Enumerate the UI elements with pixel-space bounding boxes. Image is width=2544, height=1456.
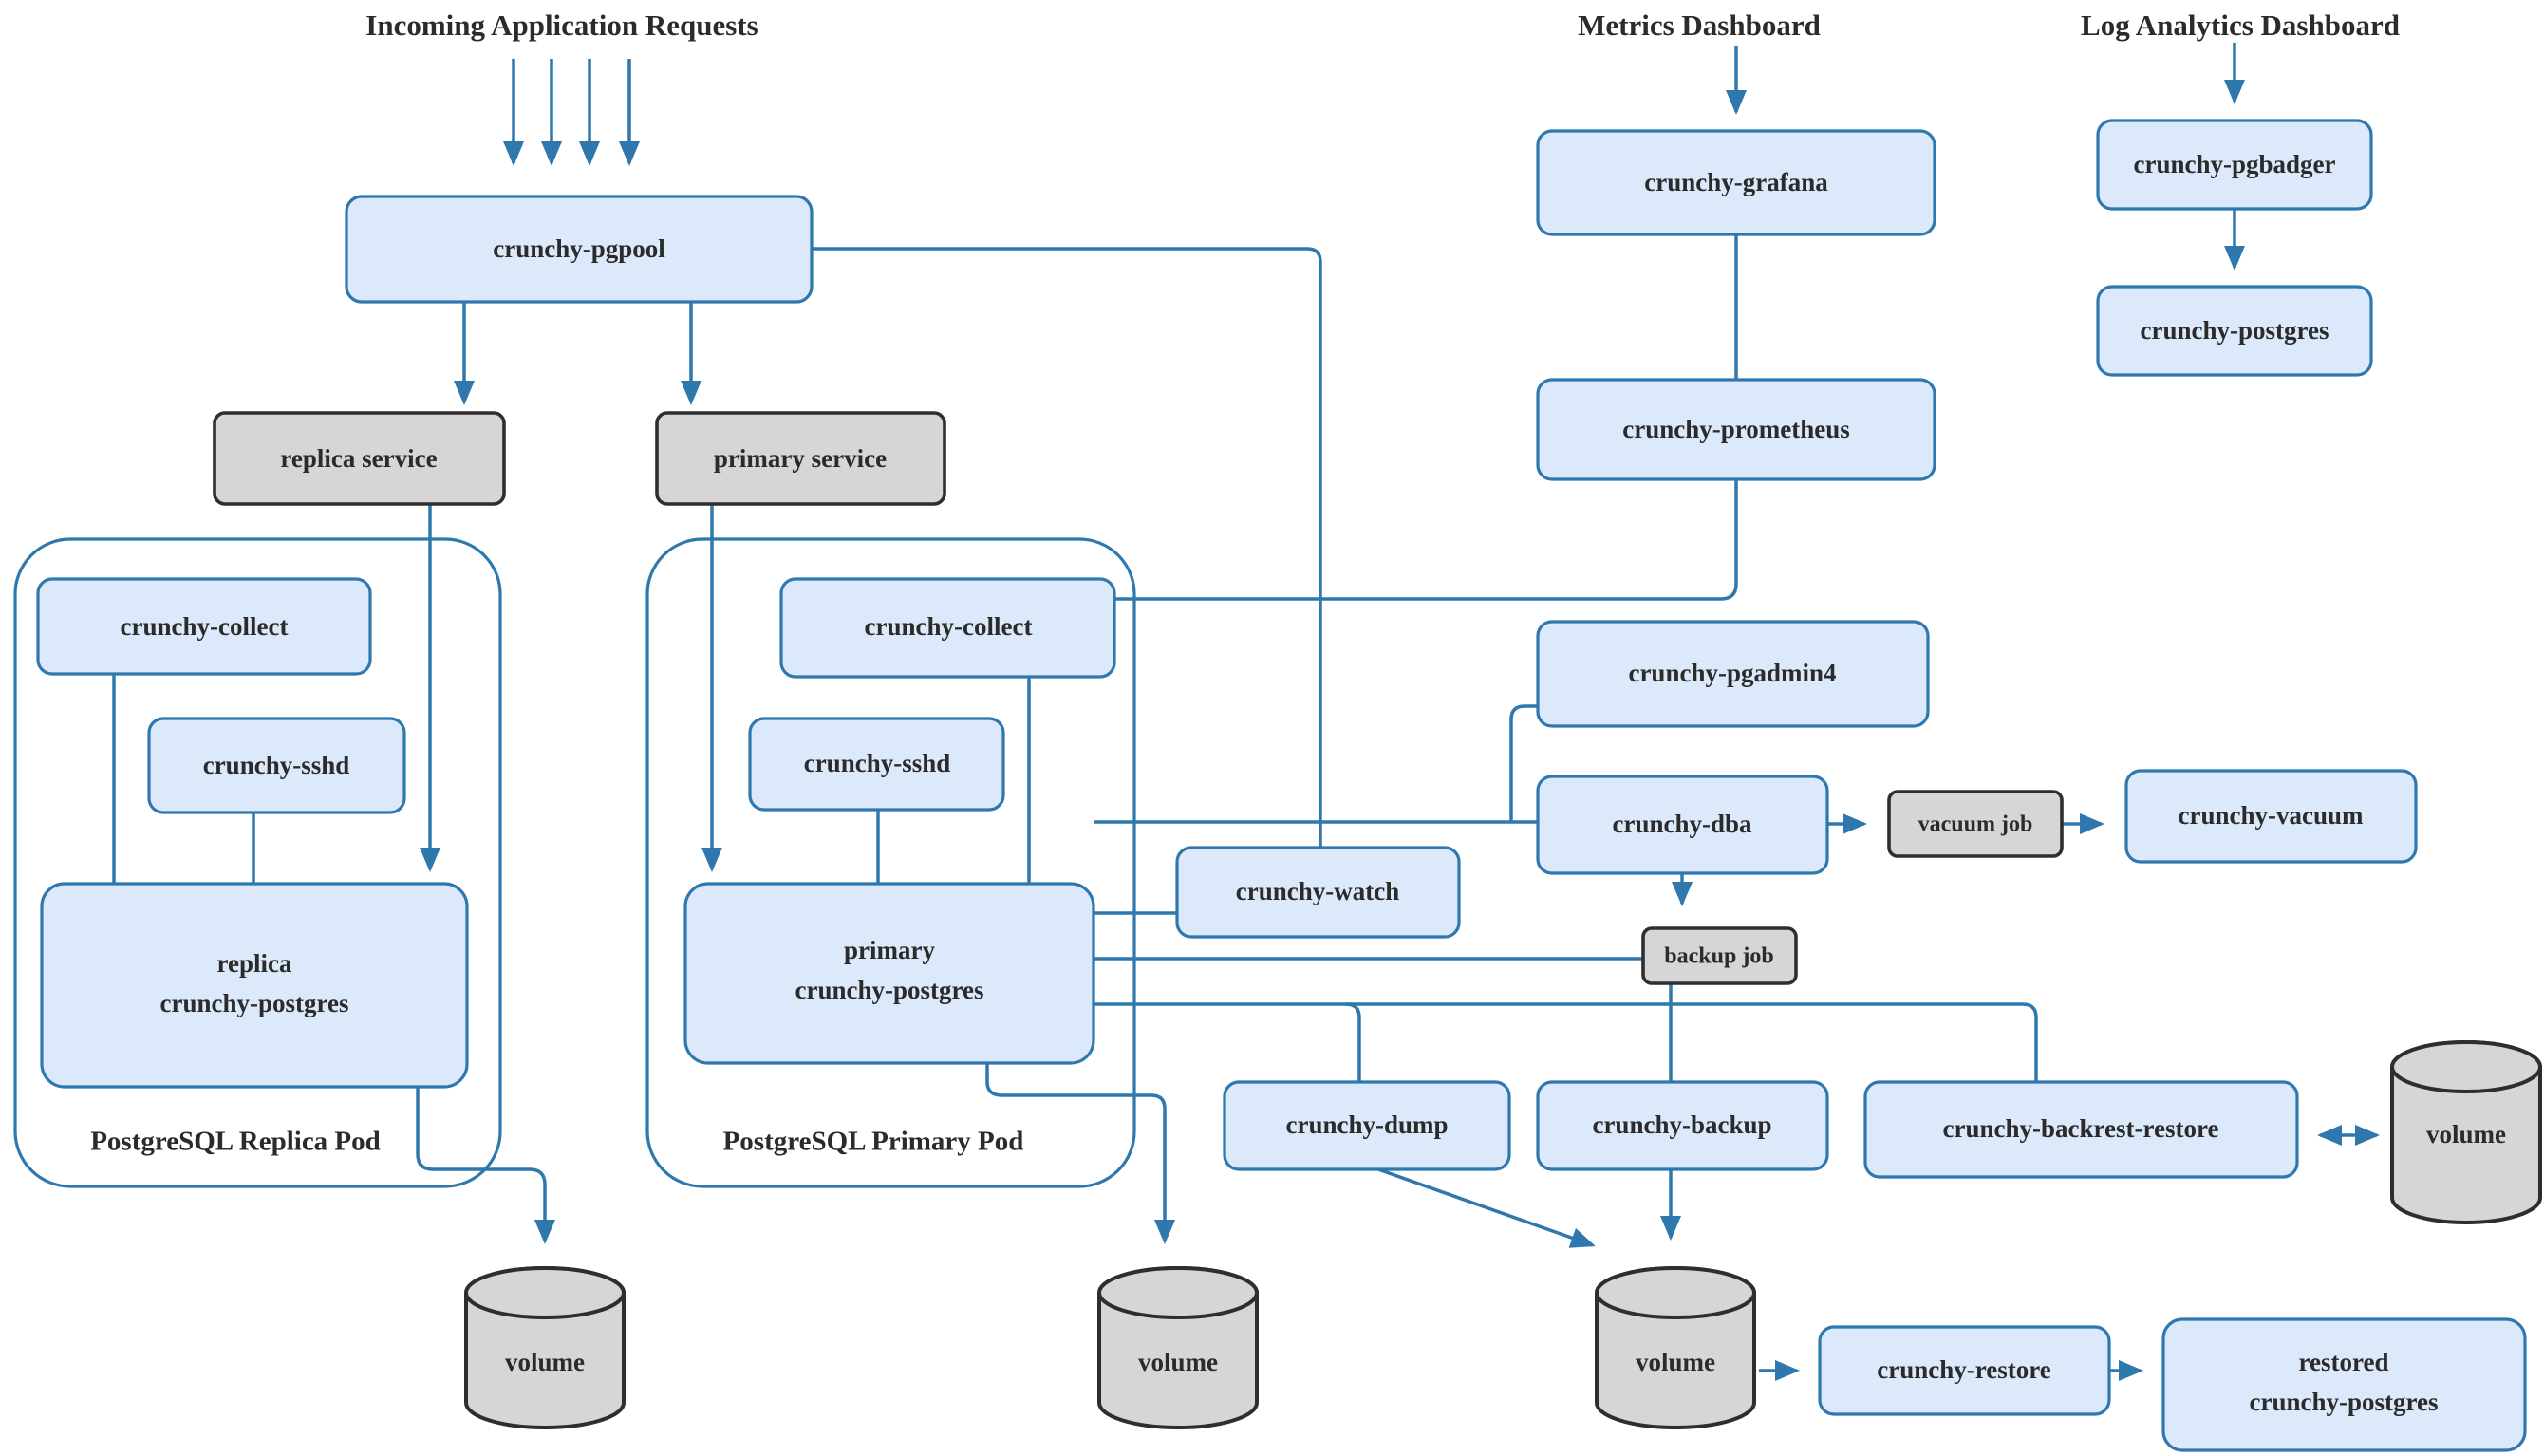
node-backup-job: [1641, 926, 1798, 985]
edge-prometheus-collect: [1114, 479, 1738, 601]
node-backup: [1536, 1080, 1829, 1171]
label-vacuum: crunchy-vacuum: [2179, 801, 2365, 830]
node-restored-postgres: [2161, 1317, 2527, 1452]
label-dba: crunchy-dba: [1612, 810, 1752, 838]
label-volume-primary: volume: [1138, 1348, 1218, 1376]
label-primary-collect: crunchy-collect: [865, 612, 1033, 641]
node-primary-postgres: [683, 882, 1095, 1065]
edge-postgres-dump-backrest: [1094, 1002, 2038, 1082]
node-pgpool: [345, 195, 814, 304]
label-replica-postgres-2: crunchy-postgres: [160, 989, 349, 1017]
label-primary-postgres-1: primary: [844, 936, 935, 964]
label-volume-backup: volume: [1636, 1348, 1715, 1376]
edge-replica-postgres-volume: [416, 1087, 555, 1244]
node-prometheus: [1536, 378, 1936, 481]
node-replica-collect: [36, 577, 372, 676]
label-restored-2: crunchy-postgres: [2250, 1388, 2439, 1416]
label-backup-job: backup job: [1664, 944, 1773, 969]
volume-replica: [464, 1266, 626, 1429]
edge-dba-branch-pgadmin: [1509, 704, 1538, 822]
edge-pgpool-watch: [812, 247, 1322, 848]
node-primary-service: [655, 411, 946, 506]
node-vacuum-job: [1887, 790, 2064, 858]
node-restore: [1818, 1325, 2111, 1416]
volume-backup: [1595, 1266, 1756, 1429]
volume-backrest: [2390, 1040, 2542, 1224]
volume-primary: [1097, 1266, 1259, 1429]
label-restore: crunchy-restore: [1877, 1355, 2050, 1384]
label-volume-replica: volume: [505, 1348, 585, 1376]
node-log-postgres: [2096, 285, 2373, 377]
label-watch: crunchy-watch: [1236, 877, 1399, 905]
label-volume-backrest: volume: [2426, 1120, 2506, 1148]
label-pgadmin4: crunchy-pgadmin4: [1628, 659, 1836, 687]
title-log-analytics-dashboard: Log Analytics Dashboard: [2081, 9, 2400, 42]
label-replica-postgres-1: replica: [217, 949, 292, 978]
node-replica-service: [213, 411, 506, 506]
node-vacuum: [2124, 769, 2418, 864]
node-replica-sshd: [147, 717, 406, 814]
label-primary-postgres-2: crunchy-postgres: [795, 976, 984, 1004]
label-pod-primary: PostgreSQL Primary Pod: [723, 1127, 1024, 1157]
node-primary-sshd: [748, 717, 1005, 812]
label-vacuum-job: vacuum job: [1918, 812, 2033, 837]
label-primary-sshd: crunchy-sshd: [804, 749, 951, 777]
node-watch: [1175, 846, 1461, 939]
label-primary-service: primary service: [714, 444, 887, 473]
node-dba: [1536, 775, 1829, 875]
label-replica-collect: crunchy-collect: [121, 612, 289, 641]
label-restored-1: restored: [2299, 1348, 2389, 1376]
label-pgbadger: crunchy-pgbadger: [2133, 150, 2335, 178]
label-log-postgres: crunchy-postgres: [2141, 316, 2329, 345]
label-replica-service: replica service: [280, 444, 437, 473]
edge-dump-volume: [1377, 1167, 1596, 1248]
node-grafana: [1536, 129, 1936, 236]
label-pgpool: crunchy-pgpool: [493, 234, 665, 263]
label-pod-replica: PostgreSQL Replica Pod: [90, 1127, 381, 1157]
node-backrest: [1863, 1080, 2299, 1179]
edge-primary-postgres-volume: [985, 1063, 1175, 1244]
node-pgadmin4: [1536, 620, 1930, 728]
node-replica-postgres: [40, 882, 469, 1089]
label-replica-sshd: crunchy-sshd: [203, 751, 350, 779]
node-pgbadger: [2096, 119, 2373, 211]
label-backrest: crunchy-backrest-restore: [1943, 1114, 2219, 1143]
label-dump: crunchy-dump: [1285, 1111, 1448, 1139]
node-dump: [1223, 1080, 1511, 1171]
label-prometheus: crunchy-prometheus: [1622, 415, 1850, 443]
edge-postgres-dump-branch: [1345, 1002, 1361, 1082]
title-incoming-requests: Incoming Application Requests: [365, 9, 758, 42]
label-backup: crunchy-backup: [1592, 1111, 1771, 1139]
node-primary-collect: [779, 577, 1116, 679]
label-grafana: crunchy-grafana: [1644, 168, 1828, 196]
title-metrics-dashboard: Metrics Dashboard: [1578, 9, 1821, 42]
